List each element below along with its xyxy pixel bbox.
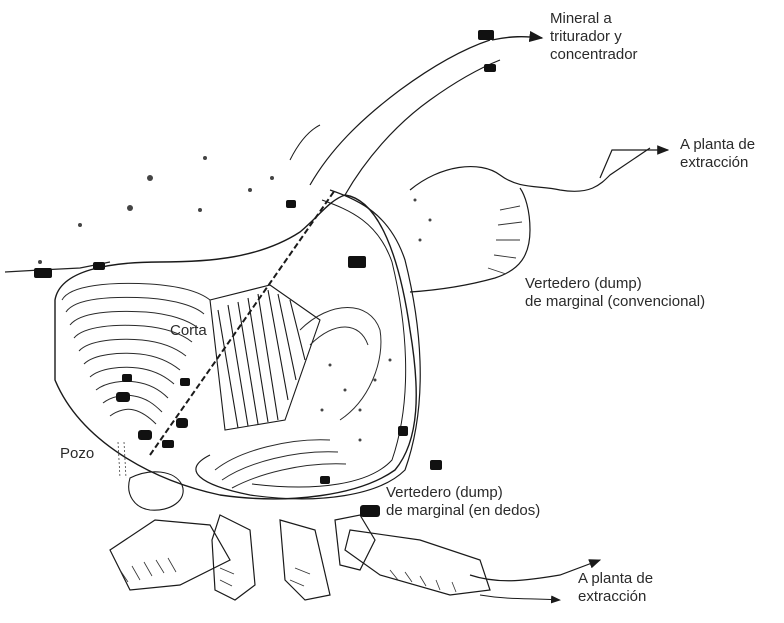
- pit-floor-benches: [215, 308, 381, 489]
- arrow-to-crusher: [492, 37, 542, 40]
- dump-slope-hatching: [488, 206, 522, 274]
- arrow-to-plant-top: [600, 150, 668, 178]
- label-cut: Corta: [170, 322, 207, 340]
- label-to-plant-bottom: A planta de extracción: [578, 570, 653, 606]
- conventional-dump: [410, 148, 650, 191]
- label-to-plant-top: A planta de extracción: [680, 136, 755, 172]
- label-pit: Pozo: [60, 445, 94, 463]
- pit-benches: [62, 283, 210, 424]
- finger-dumps: [110, 515, 490, 600]
- finger-hatching: [120, 558, 456, 592]
- road-to-crusher: [310, 40, 490, 185]
- label-finger-dump: Vertedero (dump) de marginal (en dedos): [386, 484, 540, 520]
- haul-road-edge: [252, 200, 406, 487]
- pozo-shape: [129, 472, 183, 510]
- road-to-crusher-edge: [345, 60, 500, 195]
- pit-outer-rim: [55, 195, 416, 499]
- label-conventional-dump: Vertedero (dump) de marginal (convencion…: [525, 275, 705, 311]
- cut-block: [210, 285, 320, 430]
- label-ore-to-crusher: Mineral a triturador y concentrador: [550, 10, 638, 64]
